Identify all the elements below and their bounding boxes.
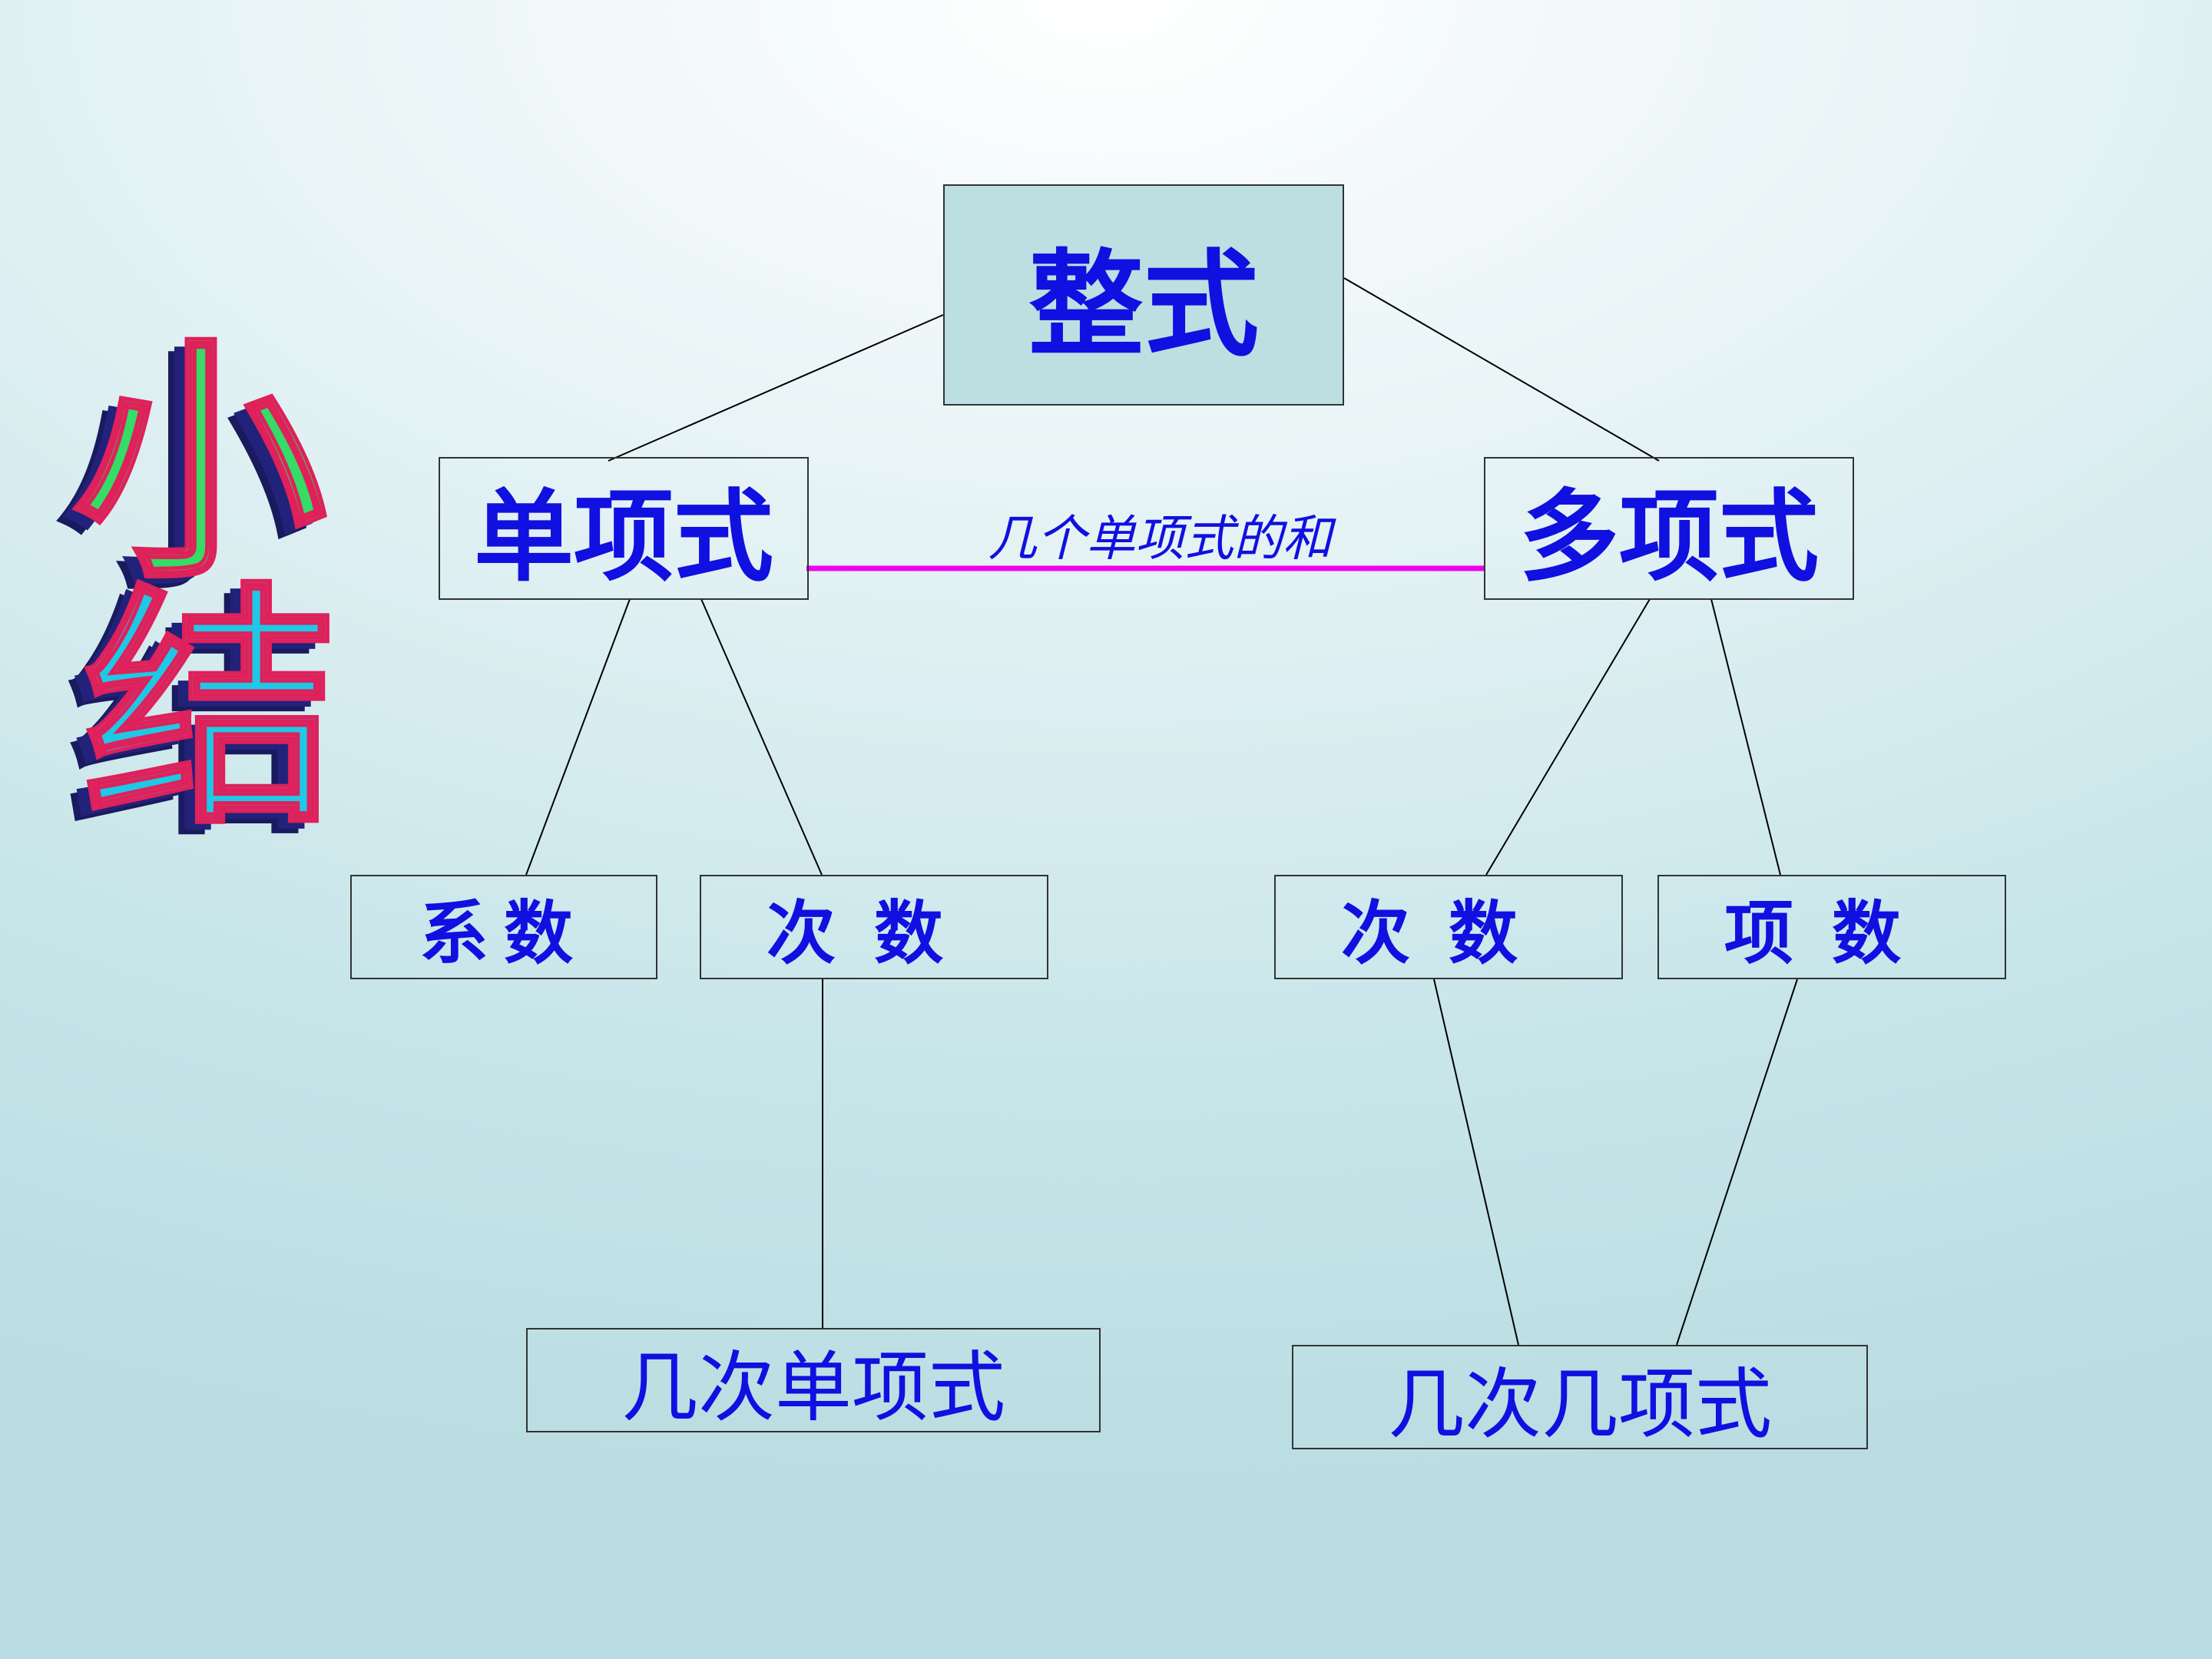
connector-monomial-degree bbox=[700, 598, 823, 876]
node-term-count: 项数 bbox=[1657, 875, 2006, 979]
node-label: 系数 bbox=[419, 892, 588, 974]
node-label: 次数 bbox=[1341, 892, 1556, 974]
connector-monomial-coefficient bbox=[525, 598, 631, 876]
node-label: 单项式 bbox=[473, 478, 773, 595]
relation-label: 几个单项式的和 bbox=[988, 511, 1332, 568]
node-monomial-degree: 次数 bbox=[700, 875, 1048, 979]
node-label: 整式 bbox=[1028, 237, 1259, 373]
node-label: 次数 bbox=[767, 892, 982, 974]
node-integral-expression: 整式 bbox=[943, 184, 1344, 406]
node-label: 多项式 bbox=[1518, 478, 1819, 595]
node-label: 项数 bbox=[1724, 892, 1939, 974]
connector-term-count-poly-kind bbox=[1676, 979, 1798, 1346]
connector-root-monomial bbox=[608, 314, 944, 462]
connector-polynomial-degree bbox=[1485, 598, 1651, 876]
node-monomial: 单项式 bbox=[439, 457, 809, 600]
node-polynomial: 多项式 bbox=[1484, 457, 1854, 600]
node-polynomial-degree: 次数 bbox=[1274, 875, 1623, 979]
node-polynomial-kind: 几次几项式 bbox=[1292, 1345, 1868, 1449]
title-char-summary: 结 bbox=[83, 563, 340, 858]
title-char-small: 小 bbox=[71, 317, 329, 612]
node-monomial-kind: 几次单项式 bbox=[526, 1328, 1101, 1432]
node-label: 几次单项式 bbox=[621, 1342, 1005, 1432]
node-label: 几次几项式 bbox=[1388, 1359, 1772, 1449]
node-coefficient: 系数 bbox=[350, 875, 657, 979]
connector-degree-poly-kind bbox=[1433, 979, 1519, 1346]
connector-root-polynomial bbox=[1343, 277, 1660, 462]
connector-polynomial-term-count bbox=[1710, 598, 1781, 876]
